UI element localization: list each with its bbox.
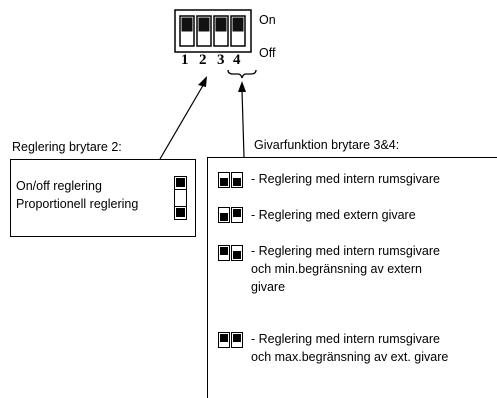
right-box-title: Givarfunktion brytare 3&4:: [254, 138, 400, 152]
arrow-line-switch-2: [159, 81, 206, 160]
left-box-line-1: On/off reglering: [16, 179, 102, 193]
left-box-line-2: Proportionell reglering: [16, 197, 139, 211]
on-label: On: [259, 13, 276, 27]
switch-number-3: 3: [217, 52, 225, 68]
option-4-text: - Reglering med intern rumsgivare och ma…: [251, 332, 449, 364]
switch-number-2: 2: [199, 52, 207, 68]
option-1-text: - Reglering med intern rumsgivare: [251, 172, 440, 186]
arrow-line-switch-3-4: [241, 89, 245, 158]
brace-3-4: [227, 69, 257, 79]
diagram-lines: [159, 9, 257, 160]
dip-switch-3: [213, 15, 229, 47]
switch-3-4-box: - Reglering med intern rumsgivare - Regl…: [207, 157, 497, 398]
switch-number-1: 1: [181, 52, 189, 68]
switch-2-mini-icon: [174, 176, 187, 220]
switch-2-box: On/off reglering Proportionell reglering: [10, 159, 196, 237]
dip-switch-2: [196, 15, 212, 47]
option-2-text: - Reglering med extern givare: [251, 208, 416, 222]
arrowhead-switch-3-4: [238, 81, 246, 92]
switch-number-4: 4: [233, 52, 241, 68]
dip-switch-4: [230, 15, 246, 47]
switch-3-4-icon-both-off: [218, 172, 244, 188]
switch-3-4-icon-3on-4off: [218, 245, 244, 261]
option-3-text: - Reglering med intern rumsgivare och mi…: [251, 244, 440, 294]
switch-3-4-icon-both-on: [218, 332, 244, 348]
switch-3-4-icon-3off-4on: [218, 207, 244, 223]
arrowhead-switch-2: [198, 76, 207, 87]
off-label: Off: [259, 46, 276, 60]
left-box-title: Reglering brytare 2:: [12, 140, 122, 154]
dip-switch-1: [179, 15, 195, 47]
